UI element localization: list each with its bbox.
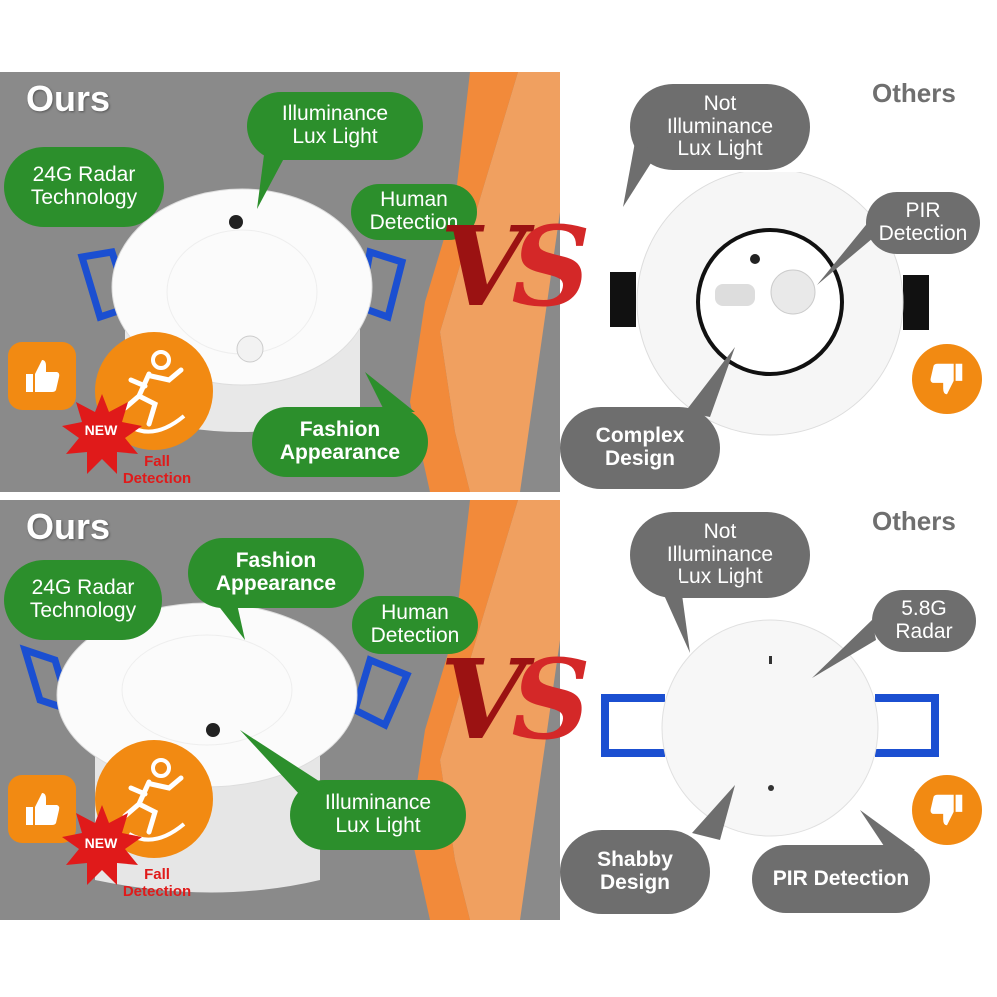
pir-detection-bubble: PIR Detection [866, 192, 980, 254]
pir-detection-bubble: PIR Detection [752, 845, 930, 913]
not-illuminance-bubble: Not Illuminance Lux Light [630, 84, 810, 170]
comparison-panel-bottom: Ours Others 24G Radar Technology Fashion… [0, 500, 997, 925]
others-label: Others [872, 78, 956, 108]
fashion-bubble-tail [365, 372, 415, 412]
fall-detection-text: Fall Detection [122, 866, 192, 900]
human-detection-text: Human Detection [370, 601, 460, 647]
vs-s-letter: S [511, 635, 591, 764]
orange-lightning-stripe [410, 72, 560, 492]
radar-bubble: 24G Radar Technology [4, 147, 164, 227]
vs-graphic: VS [440, 635, 591, 764]
fashion-text: Fashion Appearance [215, 549, 337, 595]
vs-graphic: VS [440, 202, 591, 331]
fall-person-icon [95, 332, 213, 450]
ours-label: Ours [26, 78, 111, 119]
radar-text: 24G Radar Technology [29, 576, 137, 622]
comparison-panel-top: Ours Others Illuminance Lux Light 24G Ra… [0, 72, 997, 497]
human-detection-text: Human Detection [369, 188, 459, 234]
ours-label: Ours [26, 506, 111, 547]
fashion-bubble: Fashion Appearance [252, 407, 428, 477]
others-radar-sensor-image [601, 619, 939, 837]
others-pir-sensor-image [610, 172, 929, 436]
complex-design-text: Complex Design [595, 424, 685, 470]
radar-bubble: 24G Radar Technology [4, 560, 162, 640]
vs-s-letter: S [511, 202, 591, 331]
illuminance-bubble-tail [257, 147, 290, 209]
new-starburst-icon [62, 394, 142, 474]
not-illuminance-text: Not Illuminance Lux Light [666, 519, 774, 589]
others-label: Others [872, 506, 956, 536]
illuminance-text: Illuminance Lux Light [281, 102, 389, 148]
human-detection-bubble: Human Detection [351, 184, 477, 240]
radar58-tail [812, 620, 876, 678]
shabby-design-tail [692, 785, 735, 840]
radar58-text: 5.8G Radar [895, 597, 953, 643]
thumbs-up-icon [8, 775, 76, 843]
fashion-bubble-tail [210, 595, 245, 640]
new-starburst-icon [62, 805, 142, 885]
human-detection-bubble: Human Detection [352, 596, 478, 654]
fashion-text: Fashion Appearance [279, 418, 401, 464]
pir-detection-text: PIR Detection [772, 866, 910, 890]
vs-v-letter: V [440, 635, 525, 764]
fall-detection-text: Fall Detection [122, 453, 192, 487]
new-badge-text: NEW [84, 835, 118, 851]
not-illuminance-tail [655, 575, 690, 653]
complex-design-bubble: Complex Design [560, 407, 720, 489]
thumbs-down-icon [912, 344, 982, 414]
pir-detection-text: PIR Detection [878, 199, 968, 245]
not-illuminance-tail [623, 142, 658, 207]
pir-detection-tail [860, 810, 915, 855]
pir-detection-tail [817, 220, 873, 285]
radar-text: 24G Radar Technology [30, 163, 138, 209]
complex-design-tail [685, 347, 735, 417]
thumbs-up-icon [8, 342, 76, 410]
illuminance-bubble: Illuminance Lux Light [290, 780, 466, 850]
vs-v-letter: V [440, 202, 525, 331]
radar58-bubble: 5.8G Radar [872, 590, 976, 652]
new-badge-text: NEW [84, 422, 118, 438]
not-illuminance-text: Not Illuminance Lux Light [666, 91, 774, 161]
shabby-design-bubble: Shabby Design [560, 830, 710, 914]
shabby-design-text: Shabby Design [597, 848, 673, 894]
illuminance-text: Illuminance Lux Light [324, 791, 432, 837]
thumbs-down-icon [912, 775, 982, 845]
illuminance-bubble-tail [240, 730, 325, 795]
